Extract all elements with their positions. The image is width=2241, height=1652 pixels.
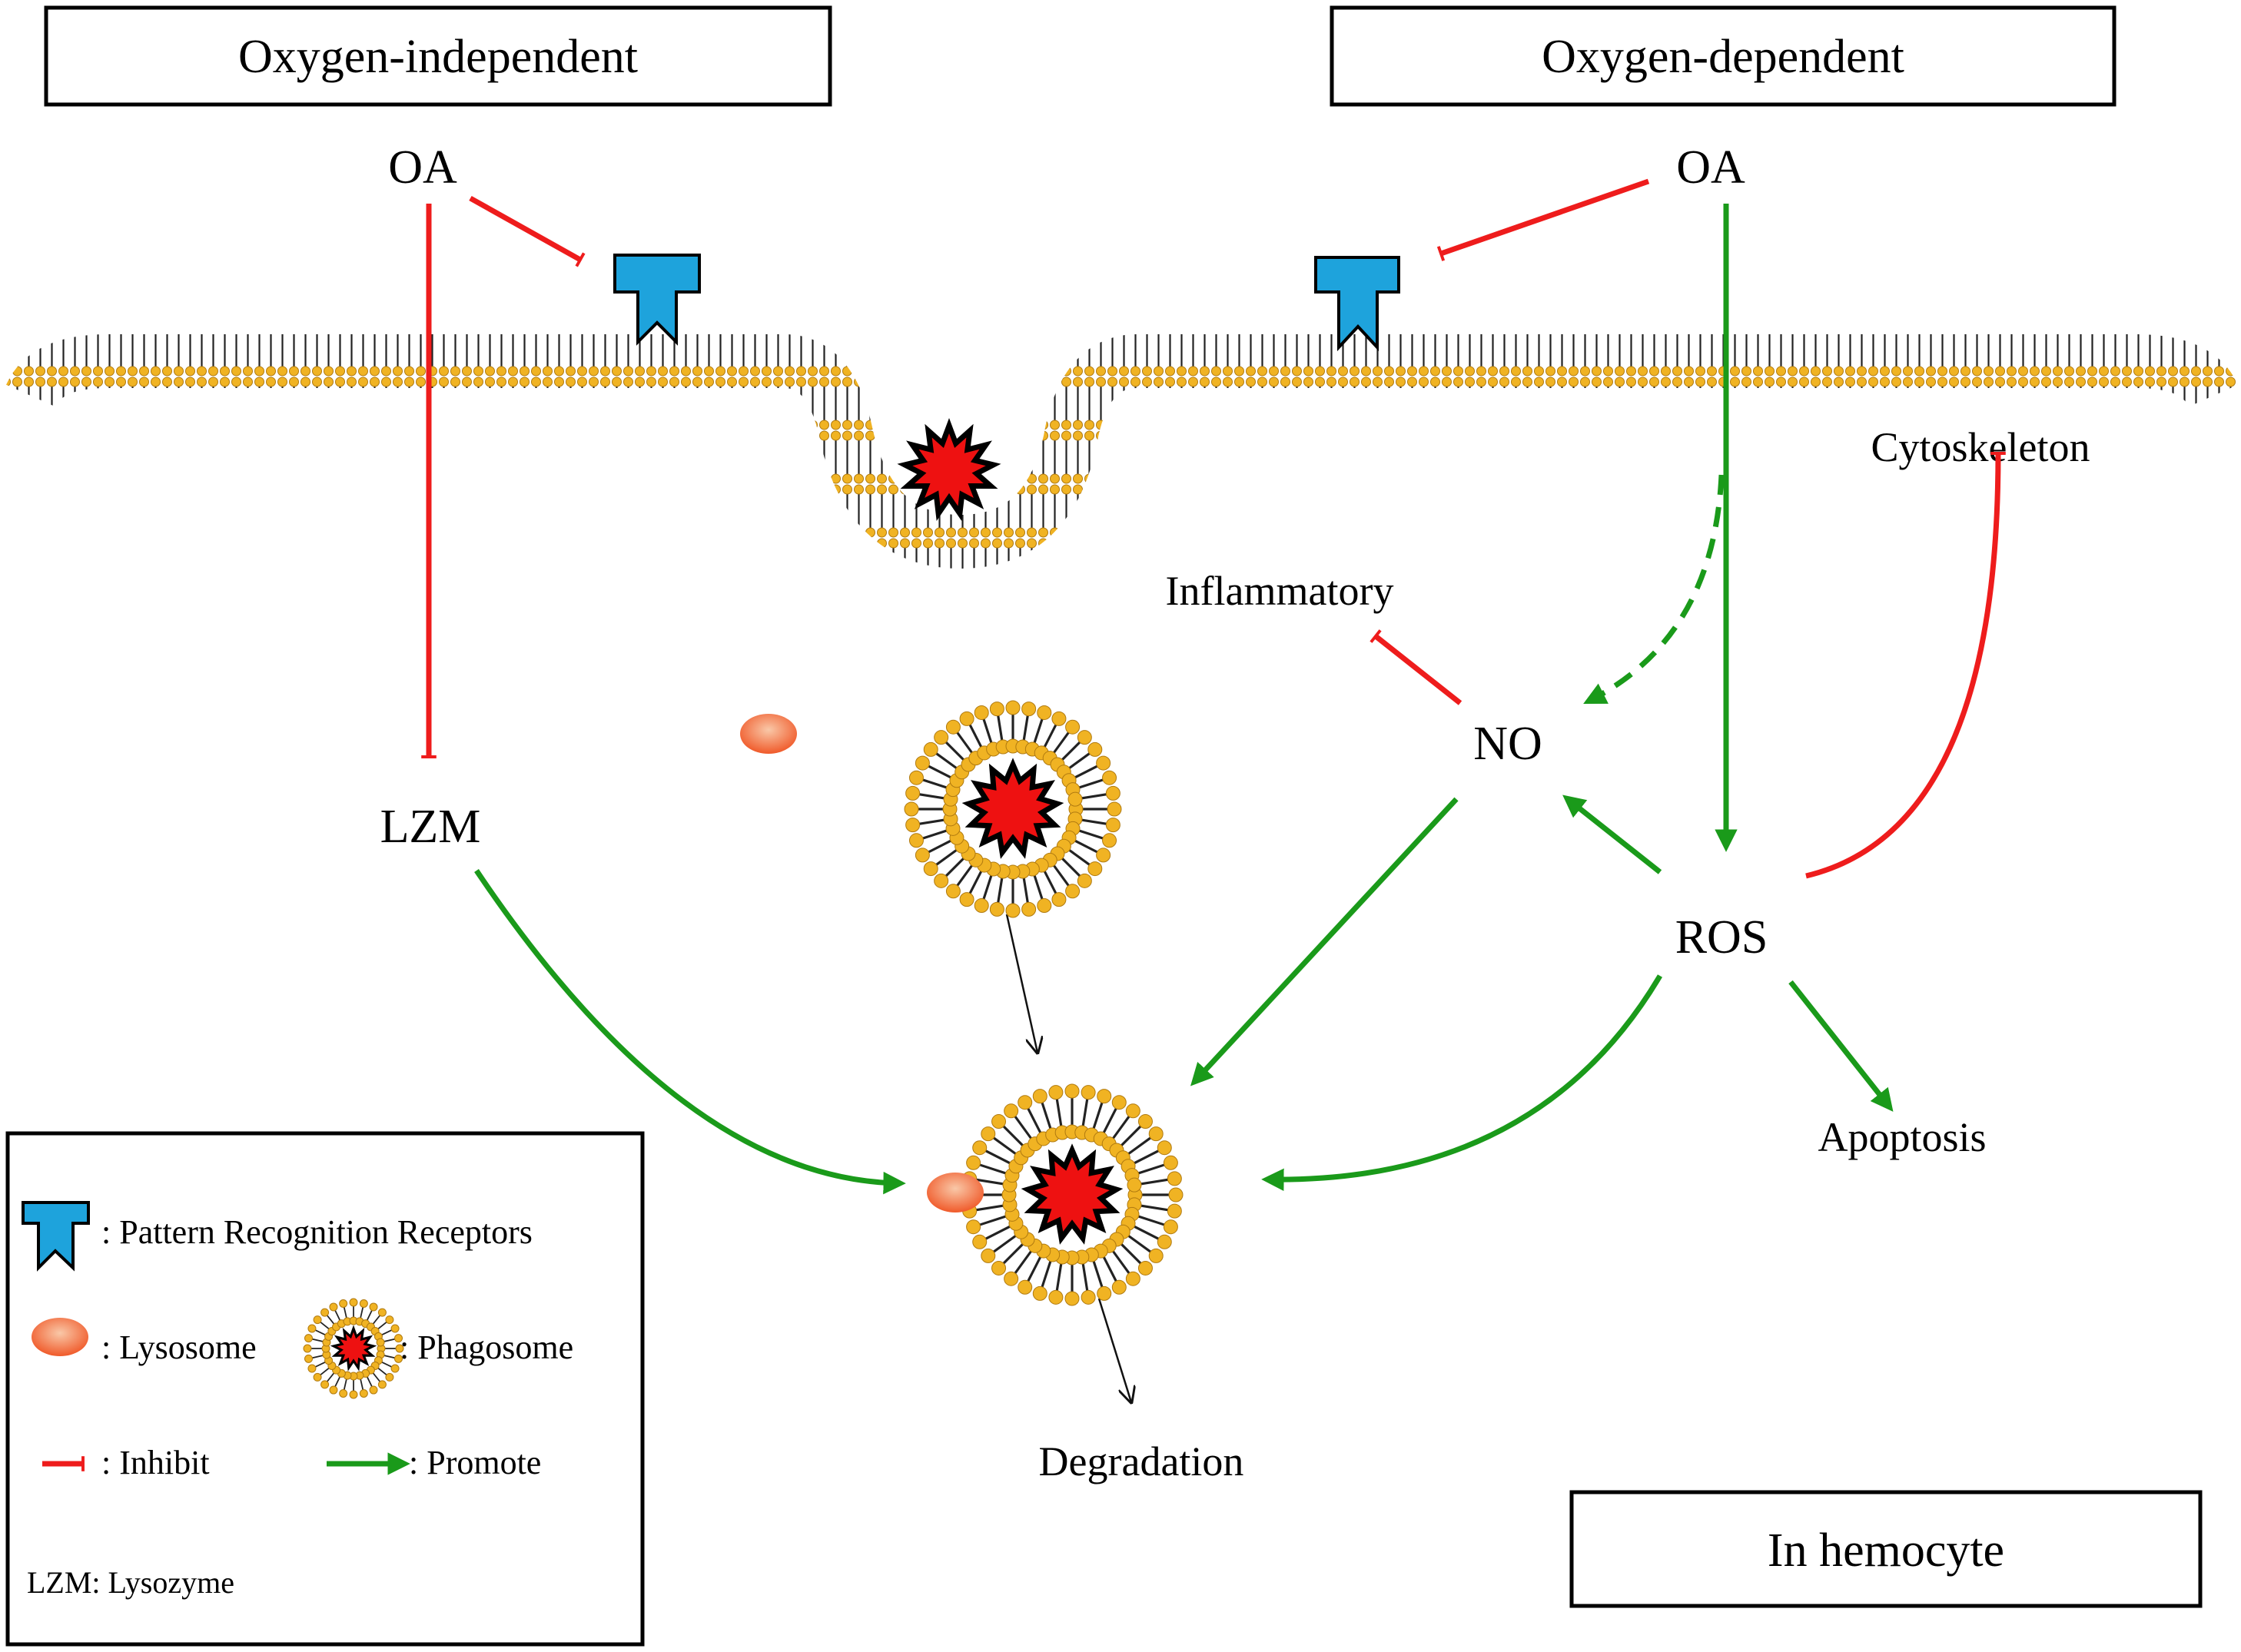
header-oxygen-dependent-label: Oxygen-dependent	[1542, 31, 1904, 83]
ros-promotes-no	[1562, 794, 1662, 874]
legend-phagosome-icon	[303, 1298, 404, 1399]
header-oxygen-independent-label: Oxygen-independent	[238, 31, 638, 83]
lysosome-icon	[740, 714, 797, 754]
promote-arrows	[474, 204, 1894, 1195]
engulfed-pathogen-icon	[897, 418, 1001, 522]
phagosome-to-fusion-arrow	[1005, 914, 1038, 1053]
degradation-label: Degradation	[1039, 1438, 1244, 1484]
ros-label: ROS	[1675, 911, 1768, 964]
cell-membrane	[6, 334, 2238, 569]
context-label: In hemocyte	[1768, 1524, 2004, 1577]
inhibit-arrows	[421, 178, 2006, 879]
no-promotes-degradation	[1190, 797, 1459, 1086]
legend-phagosome-label: : Phagosome	[400, 1329, 573, 1366]
context-box: In hemocyte	[1569, 1490, 2203, 1608]
legend-lysosome-icon	[32, 1318, 88, 1356]
legend: : Pattern Recognition Receptors : Lysoso…	[5, 1131, 645, 1647]
header-oxygen-dependent: Oxygen-dependent	[1330, 5, 2116, 107]
phagolysosome-icon	[961, 1083, 1184, 1306]
ros-promotes-apoptosis	[1788, 980, 1894, 1112]
legend-prr-label: : Pattern Recognition Receptors	[101, 1213, 533, 1251]
header-oxygen-independent: Oxygen-independent	[44, 5, 832, 107]
fusing-lysosome-icon	[927, 1173, 984, 1212]
legend-lysosome-label: : Lysosome	[101, 1329, 257, 1366]
apoptosis-label: Apoptosis	[1818, 1114, 1986, 1160]
phagosome-icon	[904, 700, 1122, 918]
fusion-to-degradation-arrow	[1097, 1298, 1131, 1402]
oa-right-label: OA	[1676, 141, 1745, 194]
cytoskeleton-label: Cytoskeleton	[1871, 424, 2090, 470]
pattern-recognition-receptor-right	[1314, 256, 1400, 352]
legend-promote-label: : Promote	[409, 1444, 541, 1481]
legend-inhibit-label: : Inhibit	[101, 1444, 210, 1481]
oa-inhibits-receptor-left	[469, 195, 586, 267]
legend-receptor-icon	[22, 1201, 90, 1272]
oa-inhibits-receptor-right	[1436, 178, 1650, 261]
legend-lzm-label: LZM: Lysozyme	[27, 1565, 234, 1600]
pattern-recognition-receptor-left	[613, 254, 701, 346]
ros-promotes-degradation	[1261, 974, 1663, 1191]
no-inhibits-inflammatory	[1370, 629, 1462, 705]
lzm-promotes-degradation	[474, 869, 906, 1195]
oa-promotes-no	[1583, 474, 1725, 704]
inflammatory-label: Inflammatory	[1166, 568, 1394, 614]
oa-left-label: OA	[388, 141, 457, 194]
no-label: NO	[1473, 718, 1542, 770]
ros-inhibits-cytoskeleton	[1805, 452, 2006, 879]
lzm-label: LZM	[380, 801, 481, 853]
